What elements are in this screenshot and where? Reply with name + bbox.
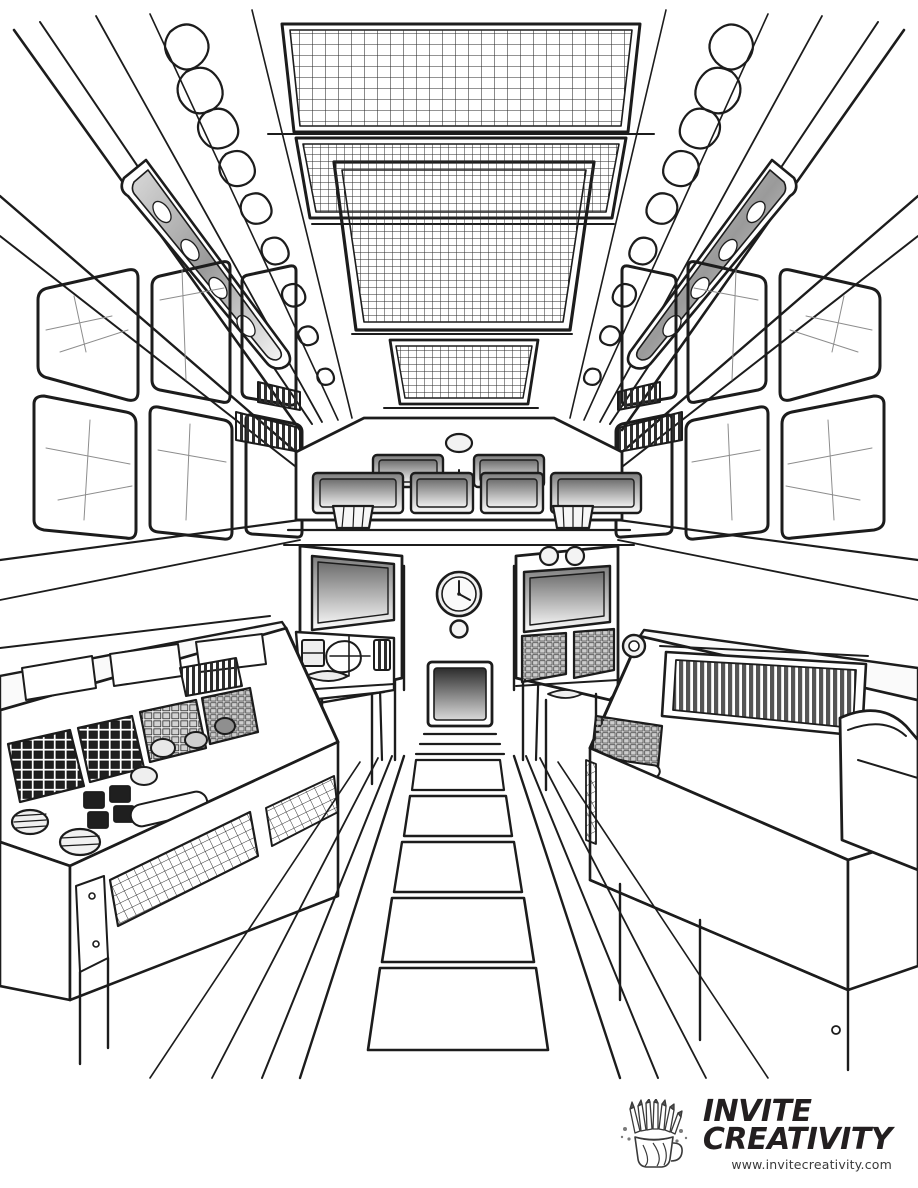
ceiling-grid-fill-1: [290, 30, 632, 126]
clock-gauge: [435, 570, 483, 618]
brand-line-2: CREATIVITY: [702, 1121, 893, 1157]
bulkhead-cylinder: [331, 504, 595, 530]
left-workstation: [294, 544, 404, 792]
brand-logo: INVITE CREATIVITY www.invitecreativity.c…: [617, 1094, 893, 1172]
illustration-canvas: [0, 9, 918, 1080]
brand-line-1: INVITE: [702, 1094, 812, 1130]
bulkhead-screen: [311, 471, 643, 515]
left-control-console: [0, 615, 340, 1066]
right-control-console: [585, 628, 918, 1072]
left-wall: [0, 194, 302, 601]
far-bulkhead: [283, 416, 643, 546]
brand-url: www.invitecreativity.com: [731, 1156, 892, 1172]
brand-wordmark: INVITE CREATIVITY www.invitecreativity.c…: [702, 1094, 893, 1172]
console-dials: [10, 717, 236, 857]
ceiling-grid-fill-4: [396, 346, 532, 398]
joystick: [325, 635, 371, 677]
overhead-bins-left: [163, 23, 336, 386]
left-window-bank-upper: [36, 260, 298, 407]
right-window-bank-upper: [620, 260, 882, 407]
overhead-bins-right: [582, 23, 755, 386]
pencil-cup-icon: [617, 1099, 691, 1169]
center-doorway-screen: [426, 660, 494, 728]
left-window-reflections: [45, 269, 227, 521]
ceiling-grid-fill-3: [342, 170, 586, 322]
wall-placard-right: [617, 381, 683, 453]
wall-placard-left: [235, 381, 301, 453]
floor-aisle: [149, 754, 769, 1080]
right-window-reflections: [691, 269, 873, 521]
